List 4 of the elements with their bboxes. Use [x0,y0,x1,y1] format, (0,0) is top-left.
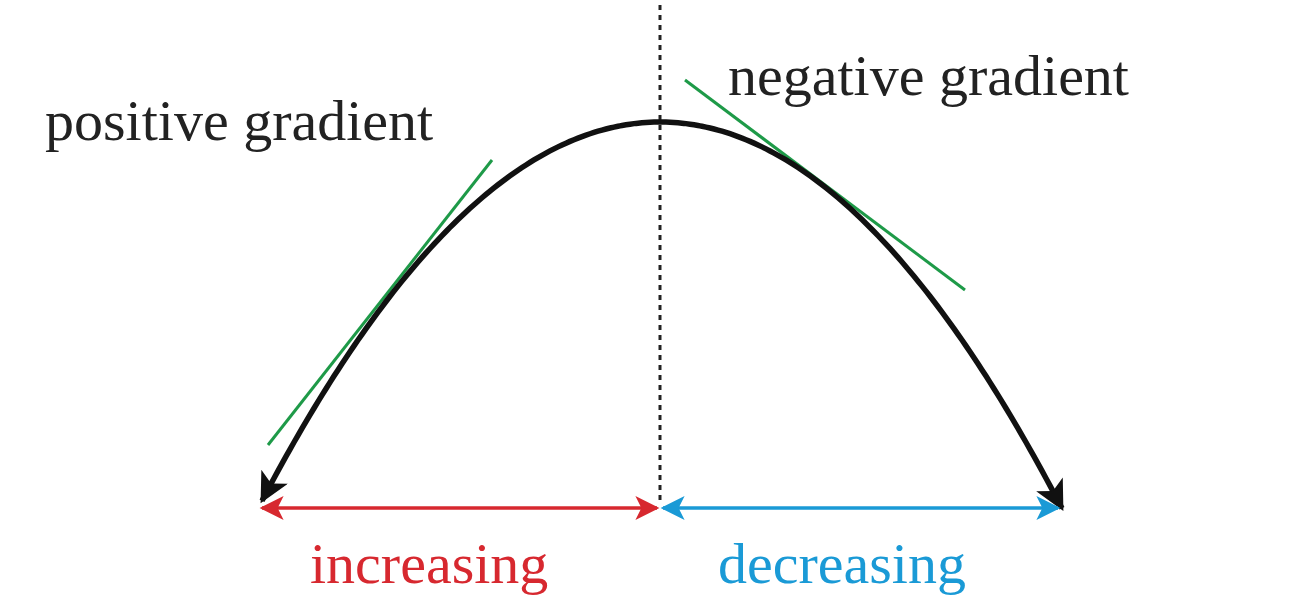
range-label: decreasing [718,535,966,593]
range-label: increasing [310,535,549,593]
gradient-label: negative gradient [728,47,1129,105]
gradient-label: positive gradient [45,92,434,150]
